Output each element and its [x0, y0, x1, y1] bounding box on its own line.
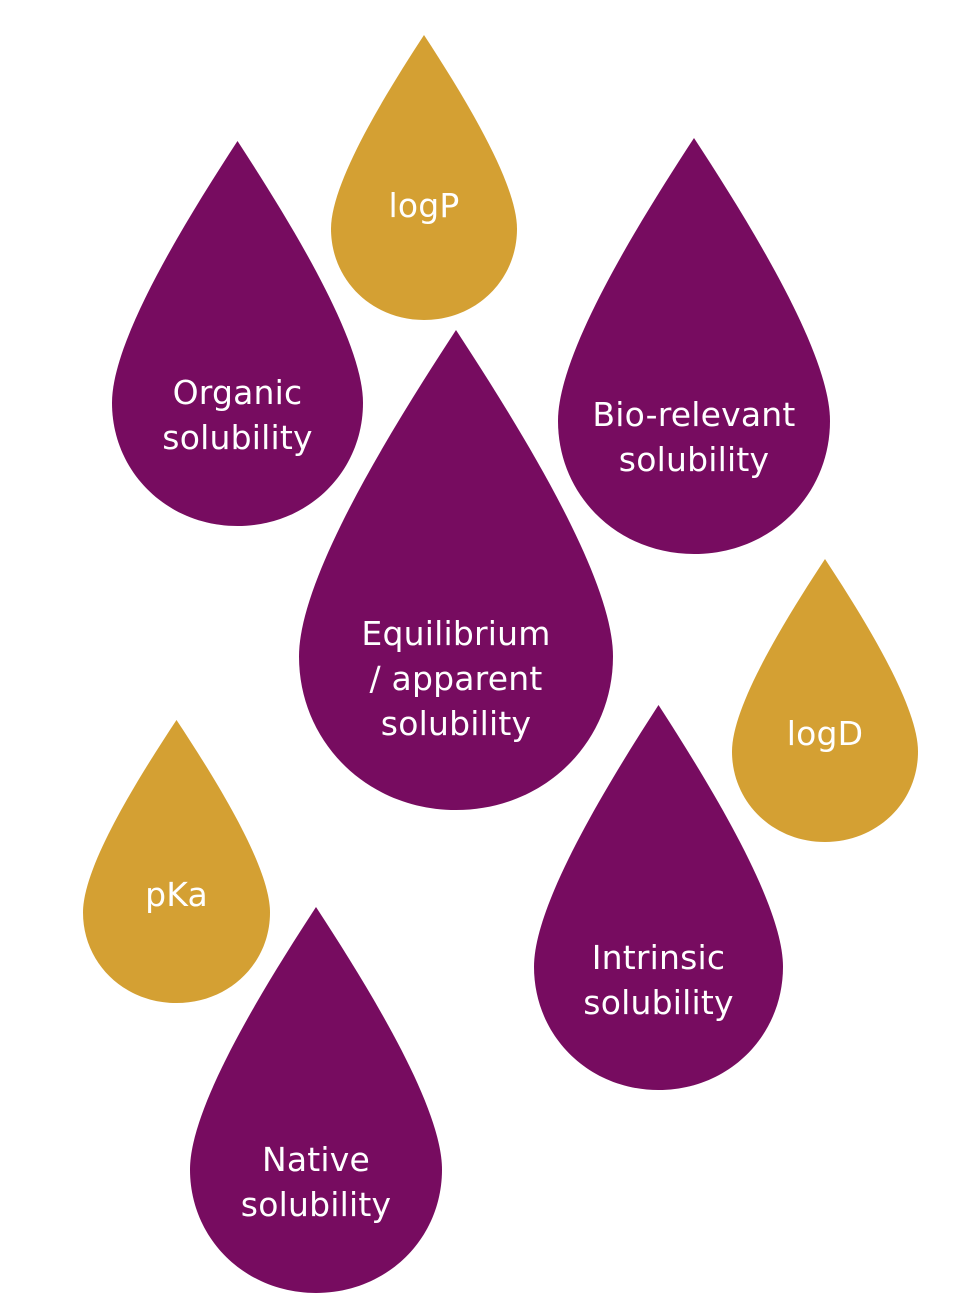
drop-intrinsic-solubility: Intrinsic solubility	[534, 705, 783, 1090]
drop-intrinsic-solubility-line-1: Intrinsic	[591, 938, 726, 977]
drop-equilibrium-solubility-line-2: / apparent	[369, 659, 543, 698]
drop-equilibrium-solubility: Equilibrium / apparent solubility	[299, 330, 613, 810]
drop-pka-label: pKa	[83, 872, 270, 917]
drop-logd-label: logD	[732, 711, 918, 756]
drop-biorelevant-solubility-shape	[558, 138, 830, 554]
drop-logp: logP	[331, 35, 517, 320]
drop-biorelevant-solubility-label: Bio-relevant solubility	[558, 392, 830, 482]
drop-native-solubility-line-1: Native	[261, 1140, 371, 1179]
drop-organic-solubility-label: Organic solubility	[112, 370, 363, 460]
drop-logd: logD	[732, 559, 918, 842]
drop-organic-solubility-line-1: Organic	[172, 373, 303, 412]
drop-logd-line-1: logD	[786, 714, 864, 753]
drop-pka-line-1: pKa	[145, 875, 208, 914]
drop-biorelevant-solubility-line-1: Bio-relevant	[592, 395, 796, 434]
drop-organic-solubility-line-2: solubility	[162, 418, 313, 457]
drop-native-solubility-label: Native solubility	[190, 1137, 442, 1227]
drop-logd-shape	[732, 559, 918, 842]
drop-organic-solubility: Organic solubility	[112, 141, 363, 526]
drop-biorelevant-solubility: Bio-relevant solubility	[558, 138, 830, 554]
drop-native-solubility-shape	[190, 907, 442, 1293]
drop-equilibrium-solubility-line-1: Equilibrium	[361, 614, 551, 653]
drop-pka: pKa	[83, 720, 270, 1003]
drop-equilibrium-solubility-shape	[299, 330, 613, 810]
drop-intrinsic-solubility-shape	[534, 705, 783, 1090]
drop-native-solubility-line-2: solubility	[240, 1185, 392, 1224]
drop-logp-label: logP	[331, 183, 517, 228]
drop-organic-solubility-shape	[112, 141, 363, 526]
drop-logp-line-1: logP	[388, 186, 460, 225]
drop-equilibrium-solubility-line-3: solubility	[380, 704, 532, 743]
drop-intrinsic-solubility-label: Intrinsic solubility	[534, 935, 783, 1025]
drop-logp-shape	[331, 35, 517, 320]
drop-biorelevant-solubility-line-2: solubility	[618, 440, 770, 479]
drop-native-solubility: Native solubility	[190, 907, 442, 1293]
drop-pka-shape	[83, 720, 270, 1003]
drop-intrinsic-solubility-line-2: solubility	[583, 983, 734, 1022]
drop-equilibrium-solubility-label: Equilibrium / apparent solubility	[299, 611, 613, 746]
